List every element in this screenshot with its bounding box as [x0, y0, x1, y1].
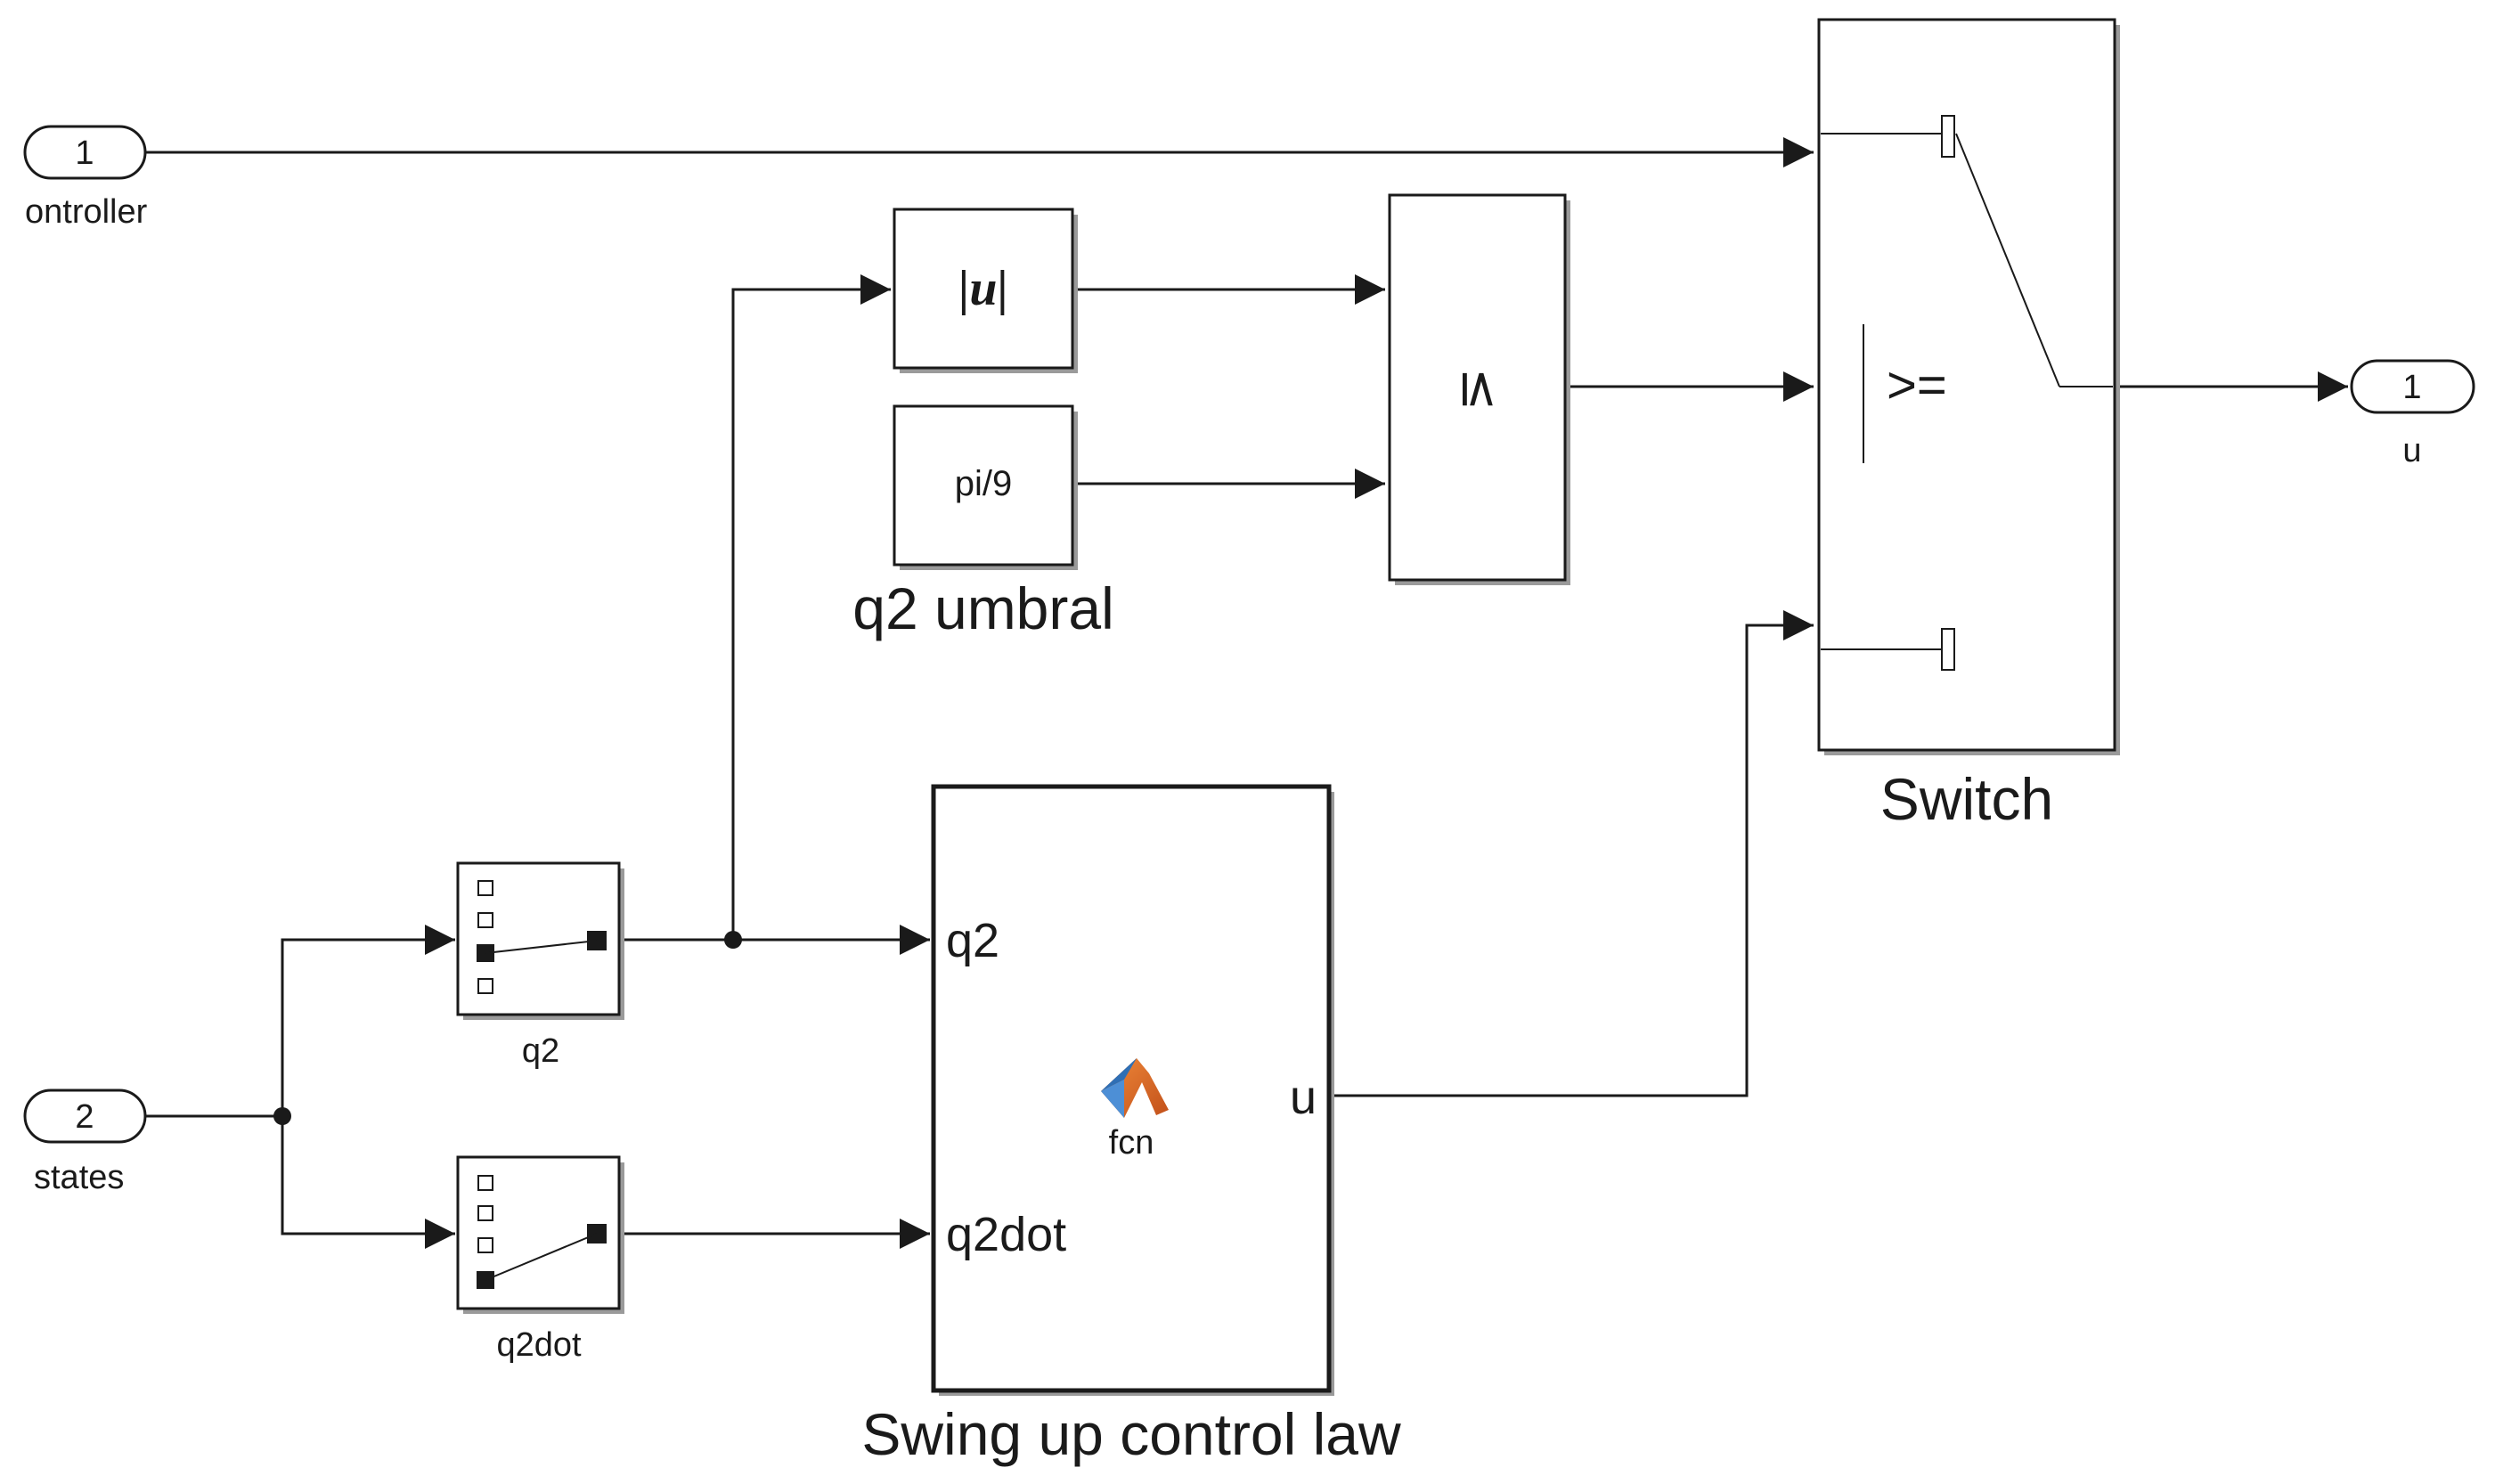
- selector-icon: [477, 1175, 607, 1289]
- fcn-input-q2: q2: [946, 914, 999, 967]
- switch-block[interactable]: >= Switch: [1817, 18, 2120, 832]
- abs-symbol: |u|: [958, 261, 1008, 316]
- inport-2-label: states: [34, 1159, 124, 1196]
- outport-1-number: 1: [2402, 369, 2421, 406]
- constant-name: q2 umbral: [852, 575, 1114, 641]
- abs-block[interactable]: |u|: [893, 208, 1078, 373]
- signal-states-to-q2dot-selector[interactable]: [281, 1116, 455, 1249]
- branch-point-states: [273, 1107, 291, 1125]
- inport-1[interactable]: 1 ontroller: [23, 125, 148, 231]
- signal-fcn-to-switch[interactable]: [1329, 610, 1814, 1097]
- signal-lines: [145, 137, 2348, 1249]
- inport-1-number: 1: [75, 135, 94, 172]
- signal-states-to-q2-selector[interactable]: [281, 925, 455, 1116]
- outport-1[interactable]: 1 u: [2350, 359, 2475, 469]
- constant-block[interactable]: pi/9 q2 umbral: [852, 404, 1114, 641]
- switch-criteria: >=: [1887, 356, 1947, 414]
- fcn-label: fcn: [1109, 1124, 1154, 1162]
- relational-operator-symbol: ≤: [1450, 368, 1511, 412]
- selector-q2-block[interactable]: q2: [456, 861, 624, 1070]
- selector-q2dot-name: q2dot: [496, 1326, 582, 1364]
- switch-name: Switch: [1880, 766, 2053, 832]
- switch-icon: [1821, 115, 2113, 671]
- inport-2[interactable]: 2 states: [23, 1089, 147, 1196]
- selector-q2-name: q2: [522, 1032, 559, 1070]
- matlab-function-block[interactable]: q2 q2dot u fcn Swing up control law: [861, 784, 1401, 1467]
- signal-q2-to-abs[interactable]: [731, 274, 891, 940]
- inport-1-label: ontroller: [25, 193, 148, 231]
- outport-1-label: u: [2402, 432, 2421, 469]
- inport-2-number: 2: [75, 1098, 94, 1136]
- selector-q2dot-block[interactable]: q2dot: [456, 1155, 624, 1364]
- relational-operator-block[interactable]: ≤: [1388, 193, 1570, 585]
- matlab-function-name: Swing up control law: [861, 1401, 1401, 1467]
- selector-icon: [477, 880, 607, 994]
- constant-value: pi/9: [955, 464, 1013, 503]
- fcn-output-u: u: [1290, 1071, 1317, 1124]
- matlab-logo-icon: [1101, 1058, 1169, 1118]
- branch-point-q2: [724, 931, 742, 949]
- fcn-input-q2dot: q2dot: [946, 1208, 1066, 1261]
